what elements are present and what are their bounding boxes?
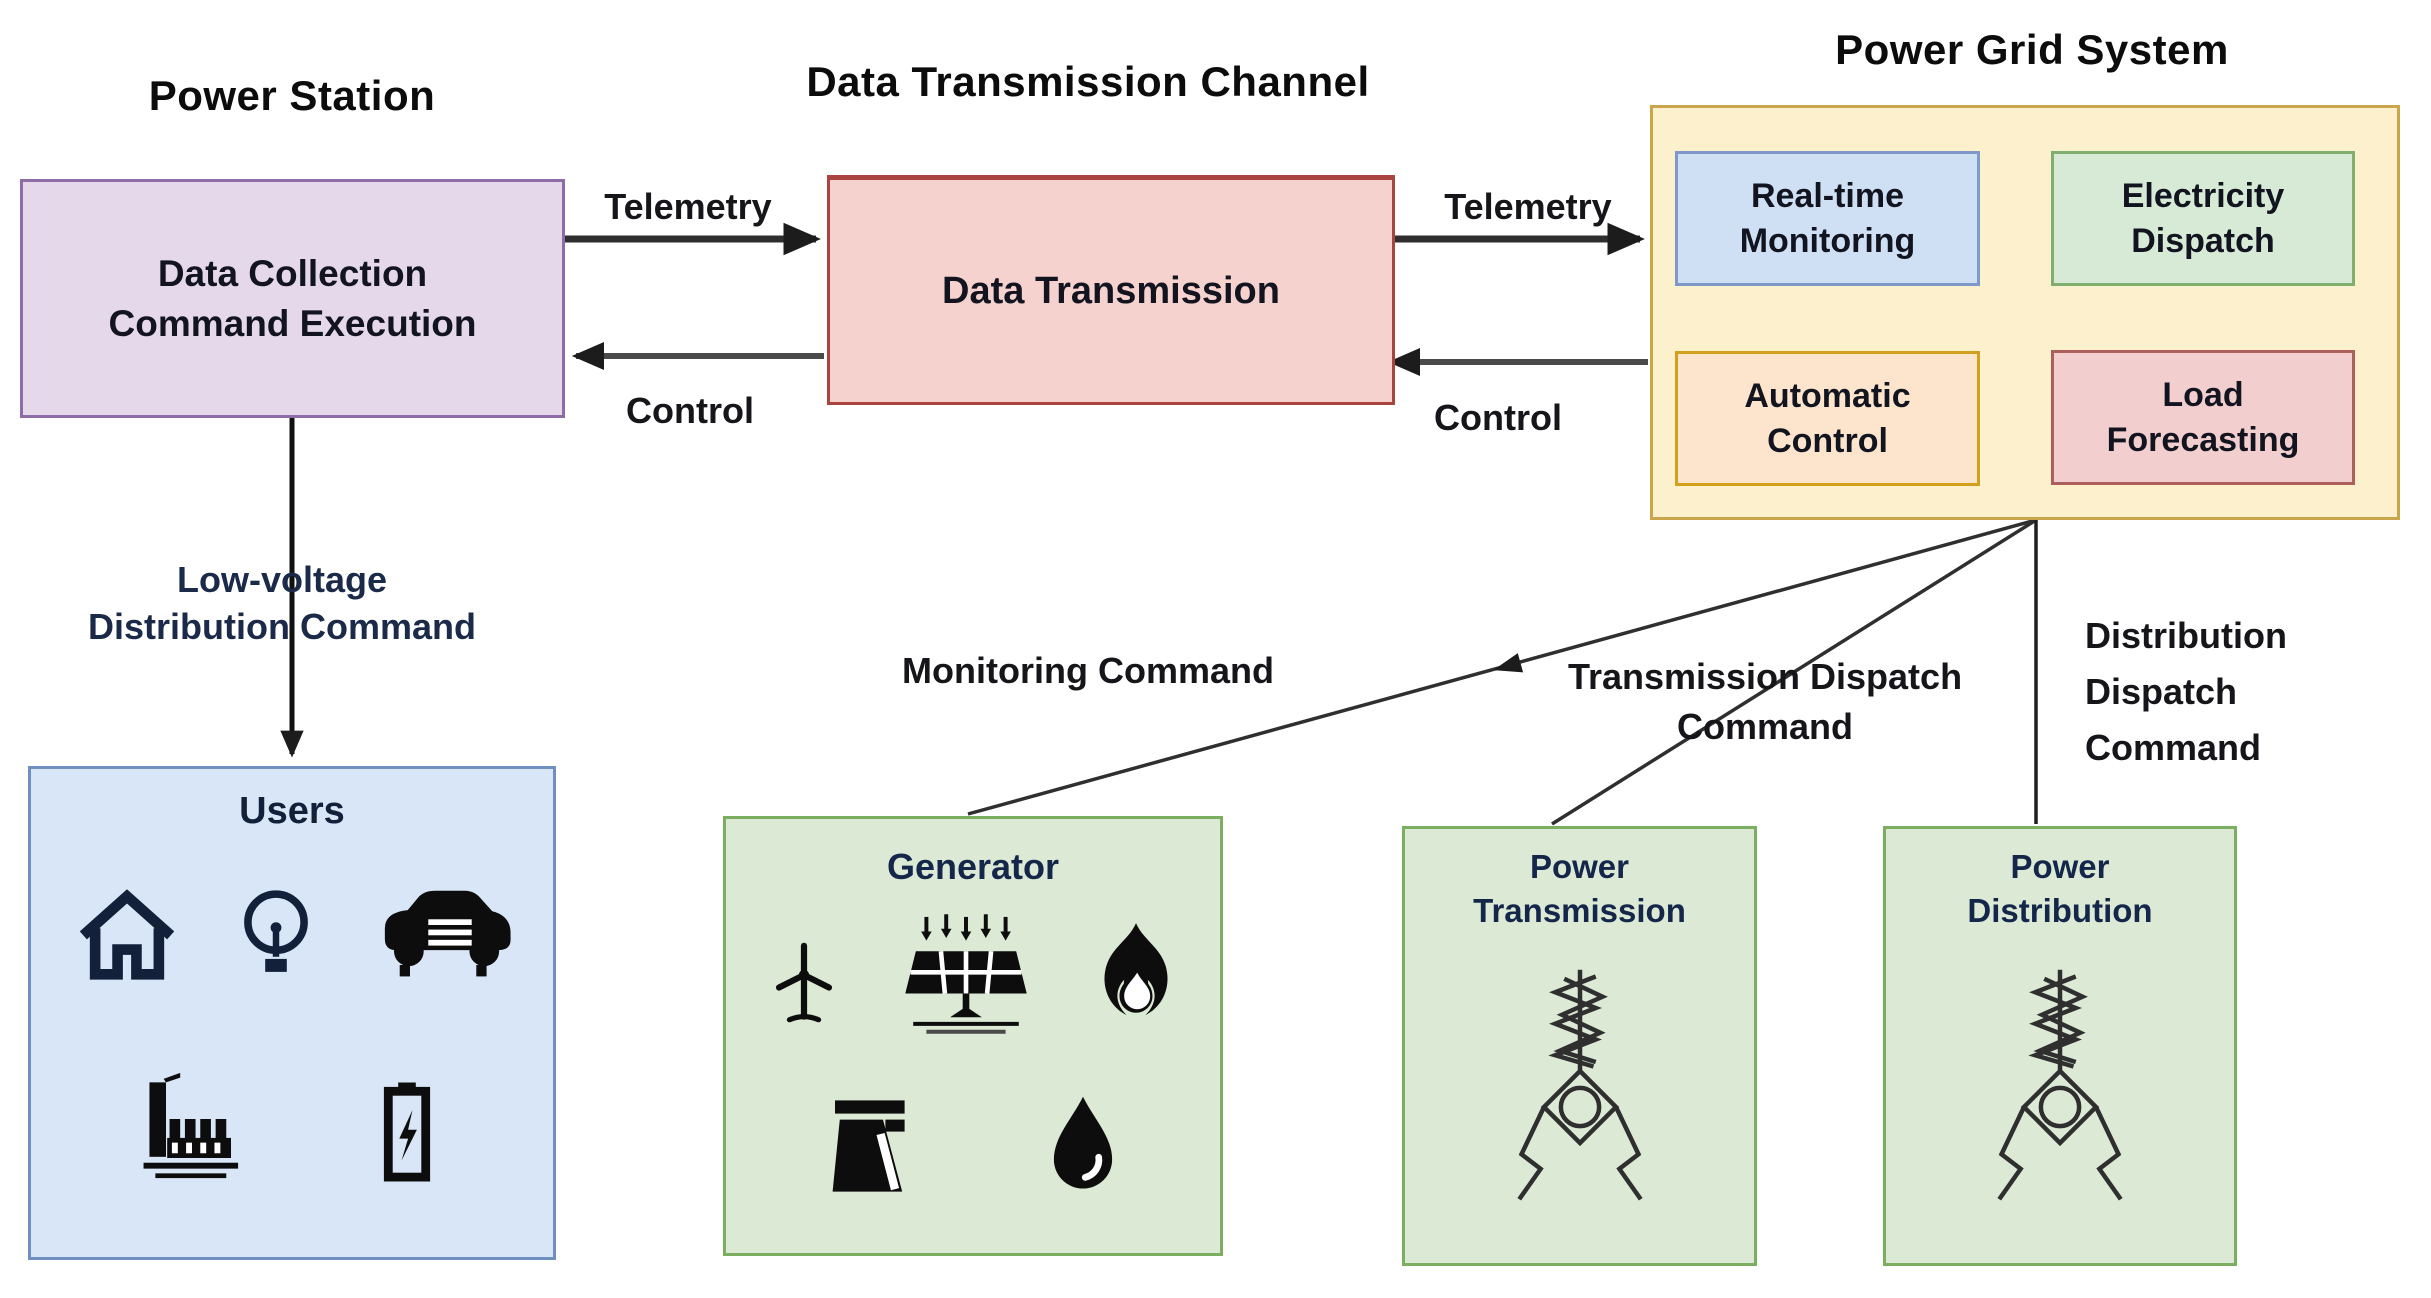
power-station-title: Power Station	[148, 72, 436, 119]
monitoring-command-label: Monitoring Command	[902, 650, 1274, 691]
telemetry-label-right: Telemetry	[1444, 186, 1612, 227]
module-label: Real-time	[1750, 176, 1905, 215]
data-collection-node: Data Collection Command Execution	[20, 179, 565, 418]
transmission-tower-icon	[1490, 958, 1670, 1238]
light-bulb-icon	[222, 874, 330, 992]
car-icon	[362, 887, 522, 979]
transmission-dispatch-command-label: Transmission Dispatch Command	[1567, 656, 1963, 747]
automatic-control-module: Automatic Control	[1675, 351, 1980, 486]
transmission-tower-icon	[1970, 958, 2150, 1238]
low-voltage-command-label: Low-voltage Distribution Command	[88, 559, 476, 647]
monitoring-command-arrowhead	[1493, 653, 1524, 673]
data-collection-label-line2: Command Execution	[108, 302, 477, 344]
wind-turbine-icon	[752, 915, 856, 1035]
telemetry-label-left: Telemetry	[604, 186, 772, 227]
control-label-left: Control	[626, 390, 754, 431]
electricity-dispatch-module: Electricity Dispatch	[2051, 151, 2355, 286]
generator-title: Generator	[886, 846, 1060, 887]
data-transmission-node: Data Transmission	[827, 175, 1395, 405]
power-grid-system-container: Real-time Monitoring Electricity Dispatc…	[1650, 105, 2400, 520]
module-label: Dispatch	[2131, 221, 2275, 260]
power-distribution-node: Power Distribution	[1883, 826, 2237, 1266]
flame-icon	[1077, 915, 1195, 1035]
users-node: Users	[28, 766, 556, 1260]
control-label-right: Control	[1434, 397, 1562, 438]
generator-node: Generator	[723, 816, 1223, 1256]
factory-icon	[122, 1067, 262, 1197]
power-transmission-node: Power Transmission	[1402, 826, 1757, 1266]
power-transmission-title: Power Transmission	[1473, 848, 1686, 929]
real-time-monitoring-module: Real-time Monitoring	[1675, 151, 1980, 286]
water-drop-icon	[1027, 1085, 1139, 1207]
users-title: Users	[239, 790, 345, 832]
solar-panel-icon	[881, 909, 1051, 1041]
module-label: Automatic	[1744, 376, 1911, 415]
load-forecasting-module: Load Forecasting	[2051, 350, 2355, 485]
transmission-dispatch-line	[1551, 518, 2037, 826]
power-grid-system-title: Power Grid System	[1835, 26, 2229, 73]
hydro-plant-icon	[807, 1086, 947, 1206]
module-label: Monitoring	[1739, 221, 1916, 260]
module-label: Control	[1767, 421, 1888, 460]
module-label: Electricity	[2121, 176, 2285, 215]
distribution-dispatch-command-label: Distribution Dispatch Command	[2085, 615, 2287, 768]
data-transmission-channel-title: Data Transmission Channel	[806, 58, 1370, 105]
power-distribution-title: Power Distribution	[1967, 848, 2153, 929]
module-label: Load	[2162, 375, 2244, 414]
house-icon	[63, 874, 191, 992]
module-label: Forecasting	[2106, 420, 2300, 459]
data-transmission-label: Data Transmission	[942, 269, 1280, 312]
battery-icon	[352, 1067, 462, 1197]
data-collection-label-line1: Data Collection	[157, 252, 428, 294]
